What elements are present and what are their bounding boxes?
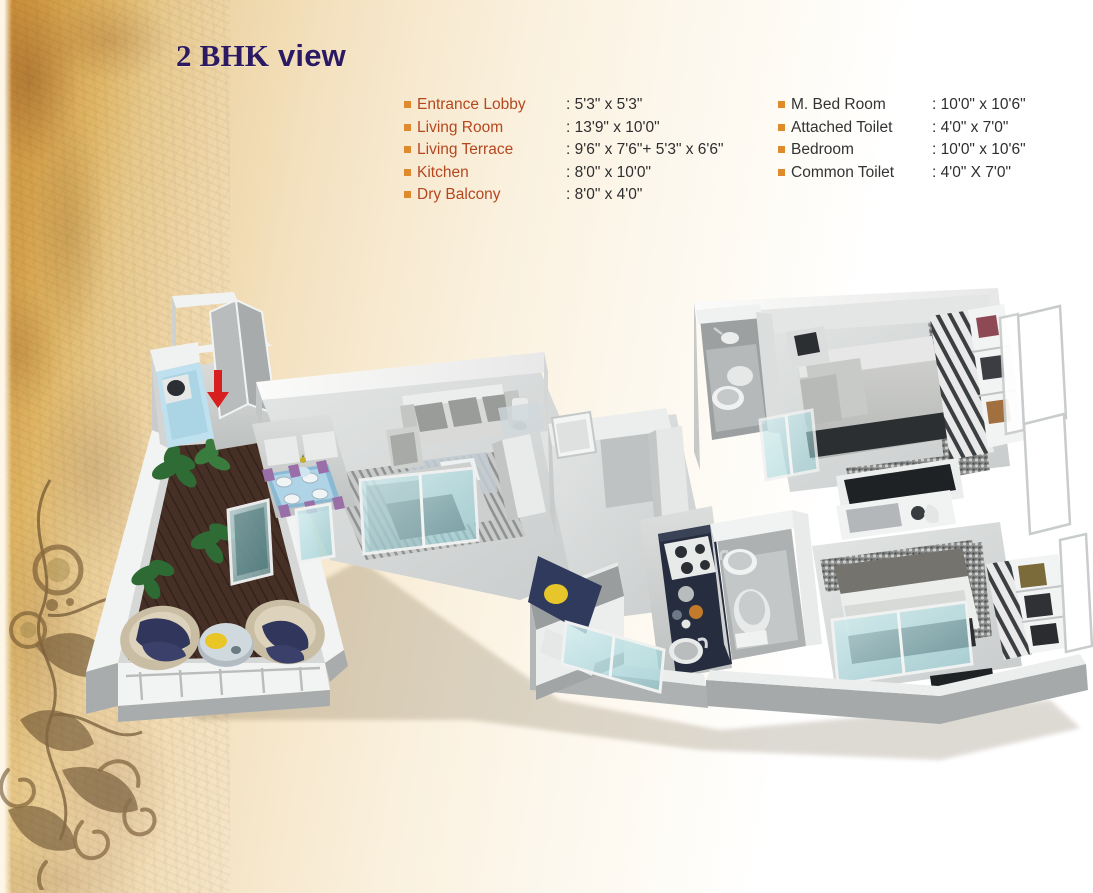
nightstand bbox=[786, 326, 830, 368]
refrigerator bbox=[550, 410, 598, 460]
room-kitchen bbox=[640, 506, 732, 680]
terrace-egg-chair bbox=[245, 599, 325, 665]
room-common-toilet bbox=[710, 510, 822, 660]
bullet-square-icon bbox=[404, 146, 411, 153]
room-name: Common Toilet bbox=[791, 163, 895, 181]
legend-row: Dry Balcony : 8'0" x 4'0" bbox=[404, 184, 774, 207]
page-title: 2 BHK view bbox=[176, 38, 346, 74]
bullet-square-icon bbox=[778, 123, 785, 131]
left-edge-highlight bbox=[0, 0, 12, 893]
bullet-square-icon bbox=[404, 101, 411, 108]
room-dimensions: : 4'0" x 7'0" bbox=[932, 118, 1009, 136]
master-glass-rail bbox=[758, 408, 820, 482]
room-schedule-right-column: M. Bed Room : 10'0" x 10'6" Attached Toi… bbox=[778, 94, 1088, 184]
room-name: Entrance Lobby bbox=[417, 96, 526, 113]
legend-row: M. Bed Room : 10'0" x 10'6" bbox=[778, 94, 1088, 117]
room-attached-toilet bbox=[696, 304, 784, 440]
right-sliding-windows bbox=[998, 304, 1093, 654]
room-dimensions: : 13'9" x 10'0" bbox=[566, 118, 660, 136]
room-dimensions: : 10'0" x 10'6" bbox=[932, 96, 1026, 113]
room-dimensions: : 9'6" x 7'6"+ 5'3" x 6'6" bbox=[566, 141, 724, 158]
room-dining-area bbox=[252, 414, 356, 564]
interior-doorway bbox=[600, 428, 660, 508]
room-name: Attached Toilet bbox=[791, 118, 893, 136]
dining-table bbox=[266, 454, 340, 510]
study-console bbox=[836, 490, 956, 540]
bullet-square-icon bbox=[778, 101, 785, 108]
room-bedroom bbox=[812, 522, 1076, 692]
toilet-basin bbox=[712, 386, 744, 410]
room-schedule-left-column: Entrance Lobby : 5'3" x 5'3" Living Room… bbox=[404, 94, 774, 207]
room-master-bedroom bbox=[694, 288, 1024, 540]
bedroom-wardrobe bbox=[986, 554, 1076, 660]
room-dimensions: : 8'0" x 10'0" bbox=[566, 163, 652, 181]
shower-head bbox=[713, 327, 739, 344]
room-name: Dry Balcony bbox=[417, 186, 501, 203]
page-title-light: view bbox=[277, 38, 346, 73]
legend-row: Attached Toilet : 4'0" x 7'0" bbox=[778, 117, 1088, 140]
terrace-railing bbox=[125, 666, 321, 701]
gas-stove bbox=[664, 536, 716, 580]
legend-row: Entrance Lobby : 5'3" x 5'3" bbox=[404, 94, 774, 117]
kitchen-sink bbox=[669, 637, 708, 664]
room-name: Living Terrace bbox=[417, 141, 514, 158]
legend-row: Kitchen : 8'0" x 10'0" bbox=[404, 162, 774, 185]
terrace-sliding-door bbox=[226, 498, 274, 586]
room-name: Bedroom bbox=[791, 141, 854, 158]
bullet-square-icon bbox=[404, 191, 411, 198]
room-dimensions: : 8'0" x 4'0" bbox=[566, 186, 643, 203]
legend-row: Living Room : 13'9" x 10'0" bbox=[404, 117, 774, 140]
terrace-egg-chair bbox=[120, 605, 200, 671]
room-dimensions: : 5'3" x 5'3" bbox=[566, 96, 643, 113]
toilet-wc bbox=[727, 366, 753, 386]
kitchen-accessories bbox=[672, 586, 703, 629]
room-name: M. Bed Room bbox=[791, 96, 886, 113]
bullet-square-icon bbox=[778, 146, 785, 153]
legend-row: Common Toilet : 4'0" X 7'0" bbox=[778, 162, 1088, 185]
accent-chair bbox=[386, 426, 424, 470]
washing-machine bbox=[162, 374, 192, 404]
bedroom-glass-rail bbox=[830, 600, 974, 686]
living-room-sliding-window bbox=[358, 466, 480, 556]
potted-plant bbox=[151, 438, 231, 488]
room-dimensions: : 10'0" x 10'6" bbox=[932, 141, 1026, 158]
page-title-bold: 2 BHK bbox=[176, 38, 270, 73]
potted-plant bbox=[131, 559, 175, 600]
legend-row: Bedroom : 10'0" x 10'6" bbox=[778, 139, 1088, 162]
plan-drop-shadow bbox=[120, 560, 1080, 760]
toilet-wc bbox=[733, 589, 771, 648]
wardrobe-contents bbox=[1018, 563, 1059, 646]
overhead-cabinets bbox=[264, 431, 338, 466]
legend-row: Living Terrace : 9'6" x 7'6"+ 5'3" x 6'6… bbox=[404, 139, 774, 162]
room-name: Kitchen bbox=[417, 163, 469, 181]
center-glass-rail bbox=[560, 620, 666, 694]
living-room-partition bbox=[502, 434, 546, 518]
dining-glass-rail bbox=[294, 502, 336, 564]
terrace-coffee-table bbox=[198, 623, 254, 667]
bullet-square-icon bbox=[404, 168, 411, 176]
room-name: Living Room bbox=[417, 118, 504, 136]
room-dry-balcony bbox=[150, 342, 214, 448]
bullet-square-icon bbox=[404, 123, 411, 131]
bullet-square-icon bbox=[778, 168, 785, 176]
entry-direction-arrow bbox=[207, 370, 229, 408]
room-dimensions: : 4'0" X 7'0" bbox=[932, 163, 1011, 181]
wash-basin bbox=[719, 549, 757, 575]
floor-lamp bbox=[498, 398, 544, 436]
